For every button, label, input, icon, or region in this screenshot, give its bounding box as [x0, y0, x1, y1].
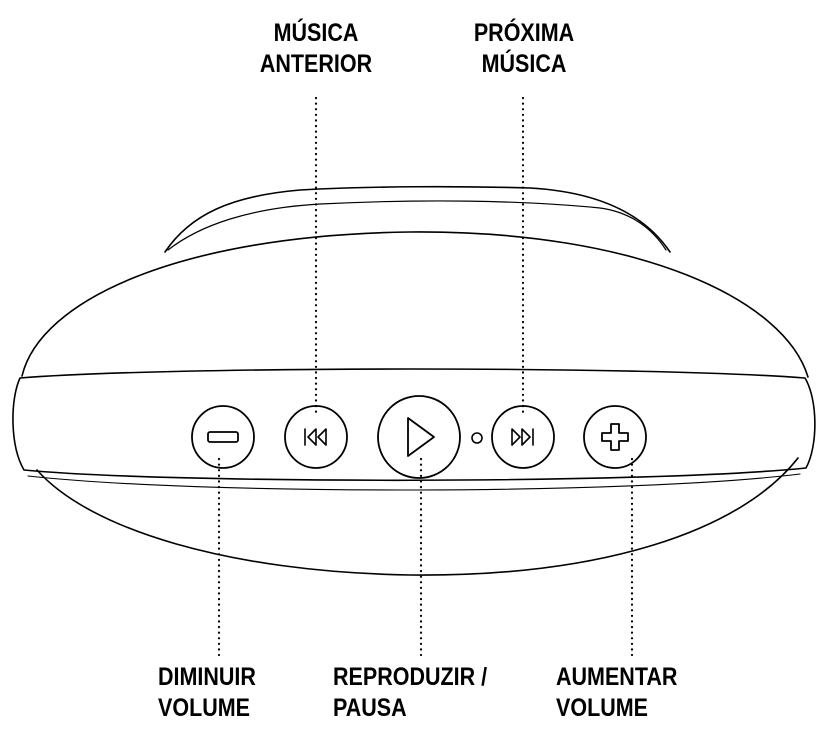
speaker-top-handle-inner	[167, 200, 667, 251]
label-previous-track-line1: MÚSICA	[273, 19, 359, 47]
label-previous-track-line2: ANTERIOR	[259, 50, 373, 78]
skip-forward-icon	[511, 428, 534, 446]
play-pause-button[interactable]	[377, 395, 461, 479]
label-play-pause-line2: PAUSA	[333, 694, 407, 722]
label-play-pause-line1: REPRODUZIR /	[333, 663, 488, 691]
control-band-inner-line	[27, 473, 801, 491]
label-volume-up: AUMENTAR VOLUME	[556, 662, 702, 724]
label-volume-up-line2: VOLUME	[556, 694, 648, 722]
label-volume-down-line2: VOLUME	[158, 694, 250, 722]
speaker-top-handle	[164, 185, 671, 253]
label-play-pause: REPRODUZIR / PAUSA	[333, 662, 505, 724]
label-volume-down-line1: DIMINUIR	[158, 663, 256, 691]
play-icon	[407, 417, 435, 457]
volume-up-button[interactable]	[583, 405, 647, 469]
label-next-track: PRÓXIMA MÚSICA	[464, 18, 584, 80]
label-next-track-line1: PRÓXIMA	[473, 19, 575, 47]
speaker-body	[21, 231, 809, 378]
skip-back-icon	[304, 428, 327, 446]
previous-track-button[interactable]	[284, 405, 348, 469]
label-previous-track: MÚSICA ANTERIOR	[256, 18, 376, 80]
led-indicator-icon	[471, 432, 483, 444]
control-band	[12, 368, 816, 482]
plus-icon	[601, 423, 629, 451]
label-next-track-line2: MÚSICA	[481, 50, 567, 78]
label-volume-down: DIMINUIR VOLUME	[158, 662, 287, 724]
next-track-button[interactable]	[491, 405, 555, 469]
volume-down-button[interactable]	[191, 405, 255, 469]
minus-icon	[207, 431, 239, 443]
speaker-body-bottom	[36, 457, 799, 576]
label-volume-up-line1: AUMENTAR	[556, 663, 678, 691]
leader-lines	[217, 96, 634, 657]
